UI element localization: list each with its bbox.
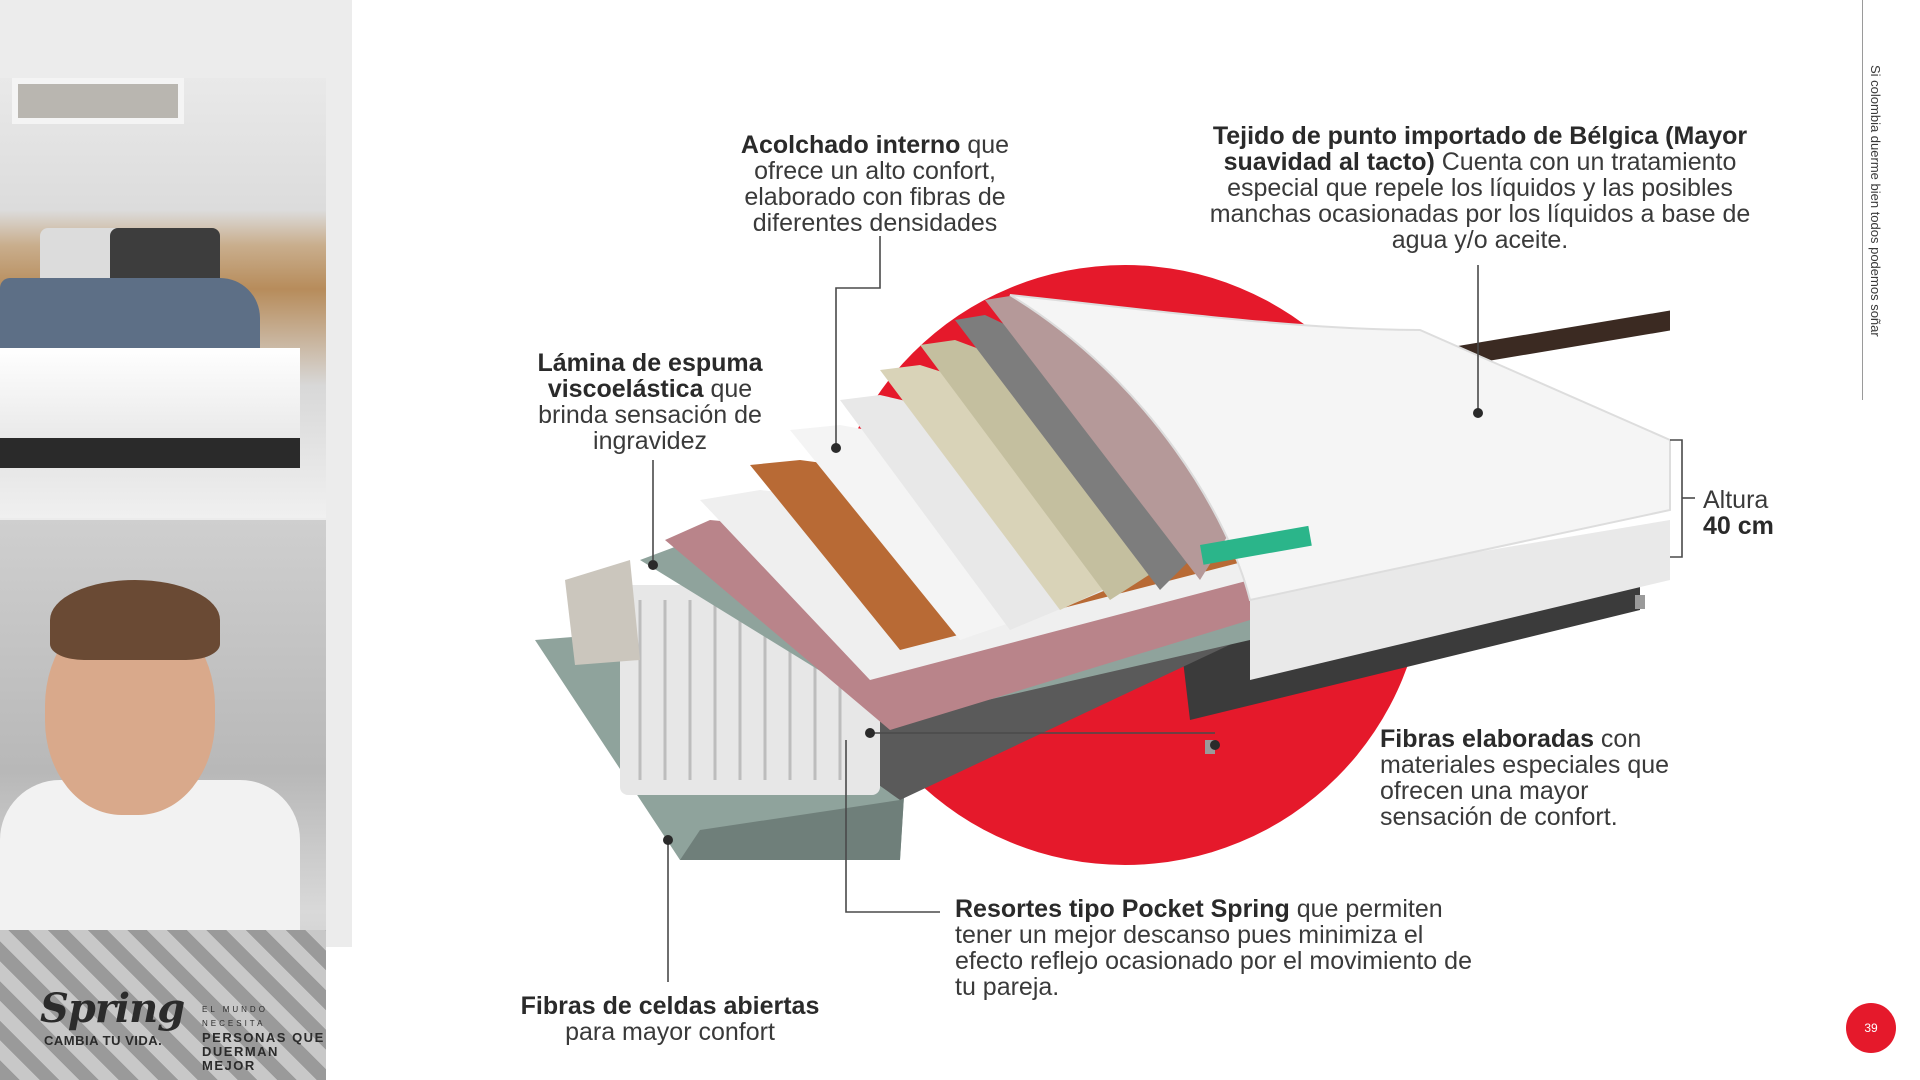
vertical-divider xyxy=(1862,0,1863,400)
spring-logo: Spring xyxy=(40,985,185,1032)
base-leg xyxy=(1205,740,1215,754)
base-leg xyxy=(1635,595,1645,609)
quilted-top-cover xyxy=(1009,294,1671,602)
label-resortes-pocket-spring: Resortes tipo Pocket Spring que permiten… xyxy=(955,896,1495,1000)
label-resortes-bold: Resortes tipo Pocket Spring xyxy=(955,895,1290,923)
leader-lines xyxy=(652,236,1695,982)
altura-label: Altura xyxy=(1703,486,1769,514)
spring-coils xyxy=(638,600,842,780)
label-tejido-text: Cuenta con un tratamiento especial que r… xyxy=(1209,148,1751,254)
label-fibras-celdas-bold: Fibras de celdas abiertas xyxy=(520,992,820,1020)
slogan-top: EL MUNDO NECESITA xyxy=(202,1005,268,1028)
label-tejido-bold: Tejido de punto importado de Bélgica (Ma… xyxy=(1212,122,1748,176)
label-lamina-text: que brinda sensación de ingravidez xyxy=(538,375,762,455)
label-lamina-bold: Lámina de espuma viscoelástica xyxy=(537,349,763,403)
label-lamina-viscoelastica: Lámina de espuma viscoelástica que brind… xyxy=(520,350,780,454)
label-fibras-elaboradas-bold: Fibras elaboradas xyxy=(1380,725,1594,753)
mauve-layer xyxy=(985,296,1250,580)
label-altura: Altura 40 cm xyxy=(1703,487,1823,539)
altura-value: 40 cm xyxy=(1703,512,1774,540)
label-tejido-de-punto: Tejido de punto importado de Bélgica (Ma… xyxy=(1190,123,1770,253)
mattress-side xyxy=(1250,520,1670,680)
label-acolchado-text: que ofrece un alto confort, elaborado co… xyxy=(744,131,1010,237)
brand-slogan: EL MUNDO NECESITA PERSONAS QUE DUERMAN M… xyxy=(202,1003,332,1073)
bedroom-photo xyxy=(0,78,326,518)
leader-dots xyxy=(648,408,1483,845)
slogan-main: PERSONAS QUE DUERMAN MEJOR xyxy=(202,1030,325,1073)
hair xyxy=(50,580,220,660)
foam-side-block xyxy=(565,560,640,665)
label-fibras-celdas-text: para mayor confort xyxy=(565,1018,775,1046)
side-caption: Si colombia duerme bien todos podemos so… xyxy=(1868,65,1883,337)
wall-frame xyxy=(12,78,184,124)
label-acolchado-interno: Acolchado interno que ofrece un alto con… xyxy=(720,132,1030,236)
label-acolchado-bold: Acolchado interno xyxy=(740,131,961,159)
layer-edge xyxy=(680,780,905,860)
spring-label-tag xyxy=(1200,525,1312,565)
label-resortes-text: que permiten tener un mejor descanso pue… xyxy=(955,895,1472,1001)
smiling-man-photo xyxy=(0,520,326,1080)
label-fibras-elaboradas-text: con materiales especiales que ofrecen un… xyxy=(1380,725,1670,831)
brand-tagline: CAMBIA TU VIDA. xyxy=(44,1033,163,1048)
label-fibras-celdas-abiertas: Fibras de celdas abiertas para mayor con… xyxy=(500,993,840,1045)
knit-blanket xyxy=(0,930,326,1080)
mattress-bed xyxy=(0,348,300,468)
page-number-badge: 39 xyxy=(1846,1003,1896,1053)
label-fibras-elaboradas: Fibras elaboradas con materiales especia… xyxy=(1380,726,1690,830)
